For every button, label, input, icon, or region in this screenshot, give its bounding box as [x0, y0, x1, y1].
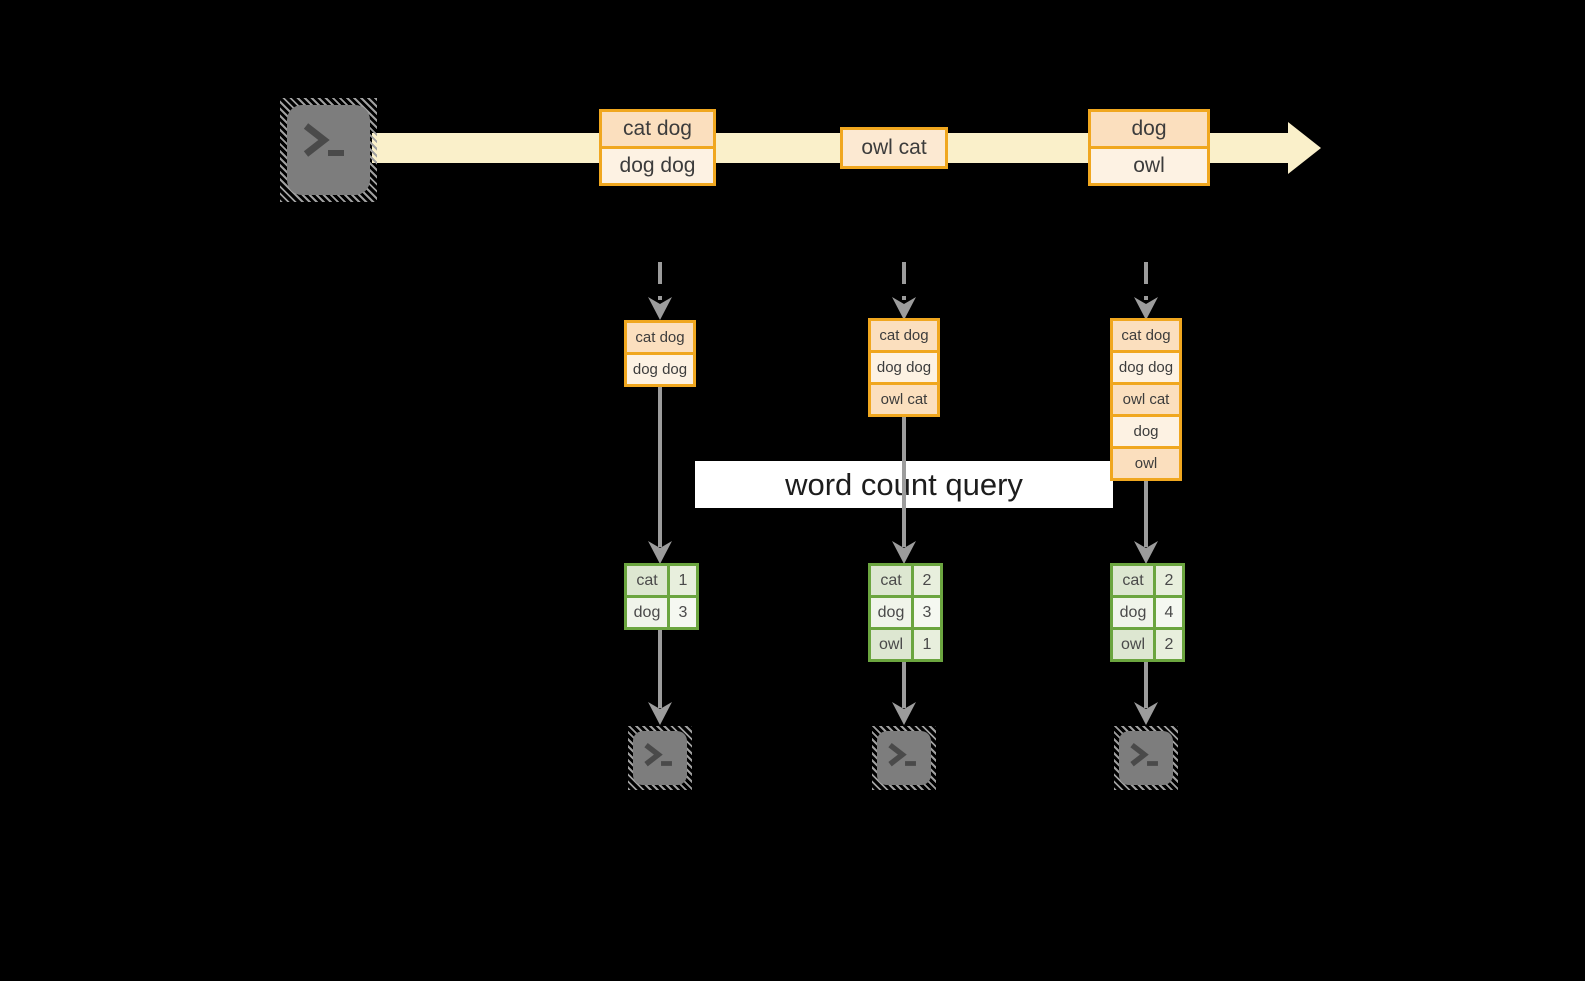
record-text: owl: [1091, 149, 1207, 183]
count-value-cell: 3: [914, 598, 940, 627]
query-arrow-col3: [1134, 481, 1158, 564]
dashed-arrow-col1: [648, 262, 672, 320]
count-value-cell: 1: [914, 630, 940, 659]
record-text: dog dog: [1113, 353, 1179, 382]
count-word-cell: owl: [1113, 630, 1153, 659]
record-text: dog dog: [602, 149, 713, 183]
count-word-cell: cat: [1113, 566, 1153, 595]
terminal-prompt-icon: [888, 742, 916, 767]
stream-timeline-arrowhead-icon: [1288, 122, 1321, 174]
record-text: cat dog: [1113, 321, 1179, 350]
count-value-cell: 4: [1156, 598, 1182, 627]
record-text: cat dog: [871, 321, 937, 350]
terminal-prompt-icon: [1130, 742, 1158, 767]
window-records-col3: cat dog dog dog owl cat dog owl: [1110, 318, 1182, 481]
record-text: dog dog: [871, 353, 937, 382]
record-text: owl cat: [843, 130, 945, 166]
sink-terminal-icon-col3: [1114, 726, 1178, 790]
count-table-col2: cat 2 dog 3 owl 1: [868, 563, 943, 662]
sink-arrow-col1: [648, 630, 672, 725]
terminal-prompt-icon: [303, 123, 344, 157]
record-text: owl cat: [1113, 385, 1179, 414]
stream-record-batch-1: cat dog dog dog: [599, 109, 716, 186]
record-text: owl cat: [871, 385, 937, 414]
record-text: dog: [1113, 417, 1179, 446]
stream-record-batch-2: owl cat: [840, 127, 948, 169]
count-word-cell: cat: [627, 566, 667, 595]
sink-terminal-icon-col1: [628, 726, 692, 790]
count-word-cell: cat: [871, 566, 911, 595]
count-word-cell: dog: [1113, 598, 1153, 627]
window-records-col2: cat dog dog dog owl cat: [868, 318, 940, 417]
terminal-screen: [1119, 731, 1173, 785]
count-value-cell: 1: [670, 566, 696, 595]
count-table-col3: cat 2 dog 4 owl 2: [1110, 563, 1185, 662]
source-terminal-icon: [280, 98, 377, 202]
record-text: cat dog: [627, 323, 693, 352]
record-text: dog: [1091, 112, 1207, 146]
terminal-prompt-icon: [644, 742, 672, 767]
sink-arrow-col2: [892, 662, 916, 725]
terminal-screen: [287, 105, 370, 195]
count-word-cell: dog: [627, 598, 667, 627]
terminal-screen: [877, 731, 931, 785]
count-word-cell: owl: [871, 630, 911, 659]
record-text: cat dog: [602, 112, 713, 146]
count-table-col1: cat 1 dog 3: [624, 563, 699, 630]
count-value-cell: 2: [1156, 566, 1182, 595]
query-arrow-col1: [648, 387, 672, 564]
count-value-cell: 2: [1156, 630, 1182, 659]
record-text: owl: [1113, 449, 1179, 478]
count-value-cell: 3: [670, 598, 696, 627]
record-text: dog dog: [627, 355, 693, 384]
query-arrow-col2: [892, 417, 916, 564]
dashed-arrow-col3: [1134, 262, 1158, 320]
terminal-screen: [633, 731, 687, 785]
window-records-col1: cat dog dog dog: [624, 320, 696, 387]
sink-terminal-icon-col2: [872, 726, 936, 790]
dashed-arrow-col2: [892, 262, 916, 320]
stream-record-batch-3: dog owl: [1088, 109, 1210, 186]
count-word-cell: dog: [871, 598, 911, 627]
count-value-cell: 2: [914, 566, 940, 595]
sink-arrow-col3: [1134, 662, 1158, 725]
